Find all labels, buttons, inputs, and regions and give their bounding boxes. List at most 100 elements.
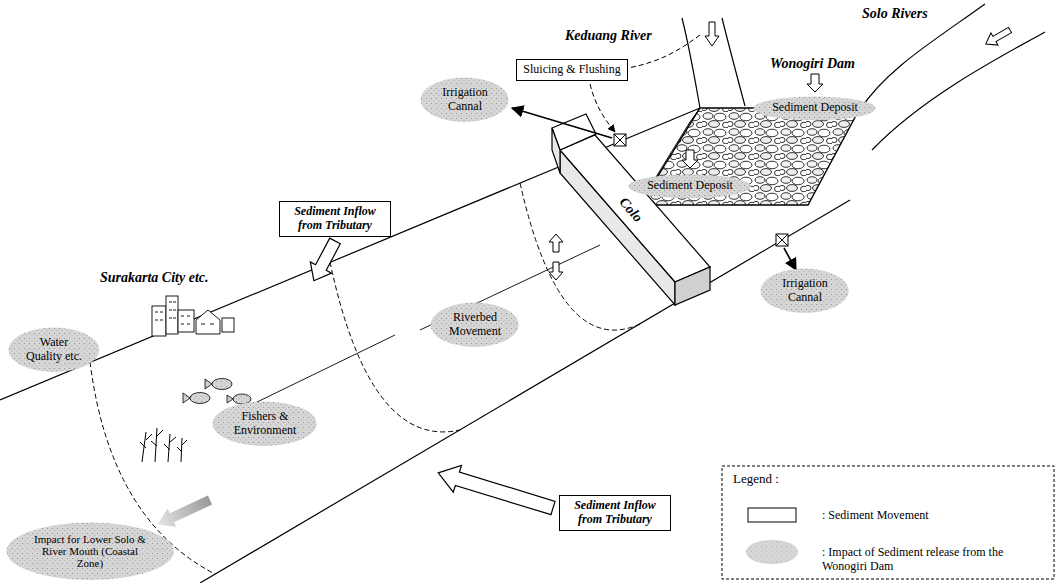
illustration-part: [212, 379, 232, 390]
illustration-part: [722, 18, 745, 106]
impact-ellipse-fill: [213, 402, 317, 446]
legend-samples: [746, 508, 798, 564]
illustration-part: [151, 428, 163, 462]
water-plants: [140, 428, 187, 462]
place-label: Surakarta City etc.: [100, 270, 209, 286]
impact-ellipse: Sediment Deposit: [628, 174, 751, 199]
impact-label: Sediment Deposit: [772, 101, 858, 115]
illustration-part: [183, 393, 190, 403]
sediment-movement-box: Sluicing & Flushing: [516, 59, 627, 81]
impact-ellipse: Irrigation Cannal: [760, 268, 849, 313]
illustration-part: [233, 394, 251, 404]
box-label: Sluicing & Flushing: [523, 63, 620, 77]
impact-label: Irrigation Cannal: [775, 277, 835, 305]
impact-label: Impact for Lower Solo & River Mouth (Coa…: [30, 533, 150, 569]
impact-ellipse: Fishers & Environment: [212, 401, 317, 446]
illustration-part: [140, 432, 152, 462]
flow-arrow: [705, 22, 719, 46]
illustration-part: [860, 4, 985, 110]
legend-text: : Sediment Movement: [822, 508, 1044, 522]
illustration-part: [614, 134, 626, 146]
illustration-part: [682, 150, 698, 168]
illustration-part: [164, 434, 176, 462]
place-label: Legend :: [733, 472, 779, 487]
illustration-part: [549, 234, 563, 252]
cross-section: [90, 183, 640, 574]
impact-ellipse-fill: [629, 174, 751, 198]
sluicing-path: [590, 84, 615, 132]
illustration-part: [222, 318, 234, 332]
impact-ellipse-fill: [9, 328, 100, 372]
impact-label: Riverbed Movement: [445, 311, 505, 339]
impact-label: Water Quality etc.: [23, 336, 85, 364]
illustration-part: [807, 74, 823, 92]
impact-ellipse: Irrigation Cannal: [420, 77, 509, 122]
illustration-part: [560, 135, 710, 282]
impact-ellipse-fill: [421, 78, 509, 122]
illustration-part: [552, 128, 560, 173]
fish-icon: [183, 379, 251, 405]
sediment-movement-box: Sediment Inflow from Tributary: [559, 495, 671, 531]
city-buildings: [152, 296, 234, 336]
inflow-arrow: [303, 235, 345, 286]
illustration-part: [682, 18, 700, 108]
impact-ellipse-fill: [761, 269, 849, 313]
impact-arrow: [153, 491, 214, 534]
legend-text: : Impact of Sediment release from the Wo…: [822, 545, 1044, 574]
riverbed-arrow: [549, 234, 563, 252]
impact-ellipse: Impact for Lower Solo & River Mouth (Coa…: [6, 522, 174, 580]
impact-ellipse: Sediment Deposit: [753, 96, 876, 121]
deposit-arrow: [682, 150, 698, 168]
illustration-part: [330, 262, 460, 432]
illustration-part: [152, 306, 166, 336]
illustration-part: [434, 460, 557, 522]
legend-sample-box: [748, 508, 796, 522]
impact-ellipse-fill: [6, 522, 173, 579]
river-centre-line: [220, 245, 600, 420]
illustration-part: [675, 267, 710, 305]
illustration-part: [153, 491, 214, 534]
flow-arrow: [982, 24, 1013, 50]
illustration-part: [982, 24, 1013, 50]
impact-ellipse: Riverbed Movement: [430, 302, 519, 347]
illustration-part: [549, 262, 563, 280]
impact-label: Sediment Deposit: [647, 179, 733, 193]
illustration-part: [614, 134, 626, 146]
weir: [552, 114, 710, 305]
illustration-part: [190, 393, 210, 404]
legend-swatch-texture: [746, 540, 798, 564]
illustration-part: [872, 32, 1045, 150]
illustration-part: [776, 234, 788, 246]
deposit-arrow: [807, 74, 823, 92]
illustration-part: [177, 438, 187, 462]
illustration-part: [196, 310, 220, 334]
riverbed-arrow: [549, 262, 563, 280]
place-label: Solo Rivers: [862, 6, 928, 22]
illustration-part: [155, 302, 214, 324]
illustration-part: [303, 235, 345, 286]
impact-ellipse-fill: [431, 303, 519, 347]
legend-sample: [748, 508, 796, 522]
canal-arrow: [784, 248, 796, 270]
illustration-part: [776, 234, 788, 246]
legend-sample: [746, 540, 798, 564]
impact-ellipse-fill: [754, 96, 876, 120]
canal-arrow: [512, 108, 612, 138]
dam-body: [640, 108, 860, 205]
inflow-arrow: [434, 460, 557, 522]
illustration-part: [205, 379, 212, 389]
impact-ellipse: Water Quality etc.: [8, 327, 100, 372]
illustration-part: [227, 395, 233, 403]
place-label: Keduang River: [565, 28, 652, 44]
illustration-part: [178, 310, 194, 332]
place-label: Wonogiri Dam: [770, 56, 855, 72]
legend-swatch: [746, 540, 798, 564]
impact-label: Fishers & Environment: [229, 410, 301, 438]
box-label: Sediment Inflow from Tributary: [286, 205, 384, 233]
gate: [614, 134, 788, 246]
illustration-part: [705, 22, 719, 46]
legend-frame: [722, 466, 1054, 579]
impact-label: Irrigation Cannal: [435, 86, 495, 114]
